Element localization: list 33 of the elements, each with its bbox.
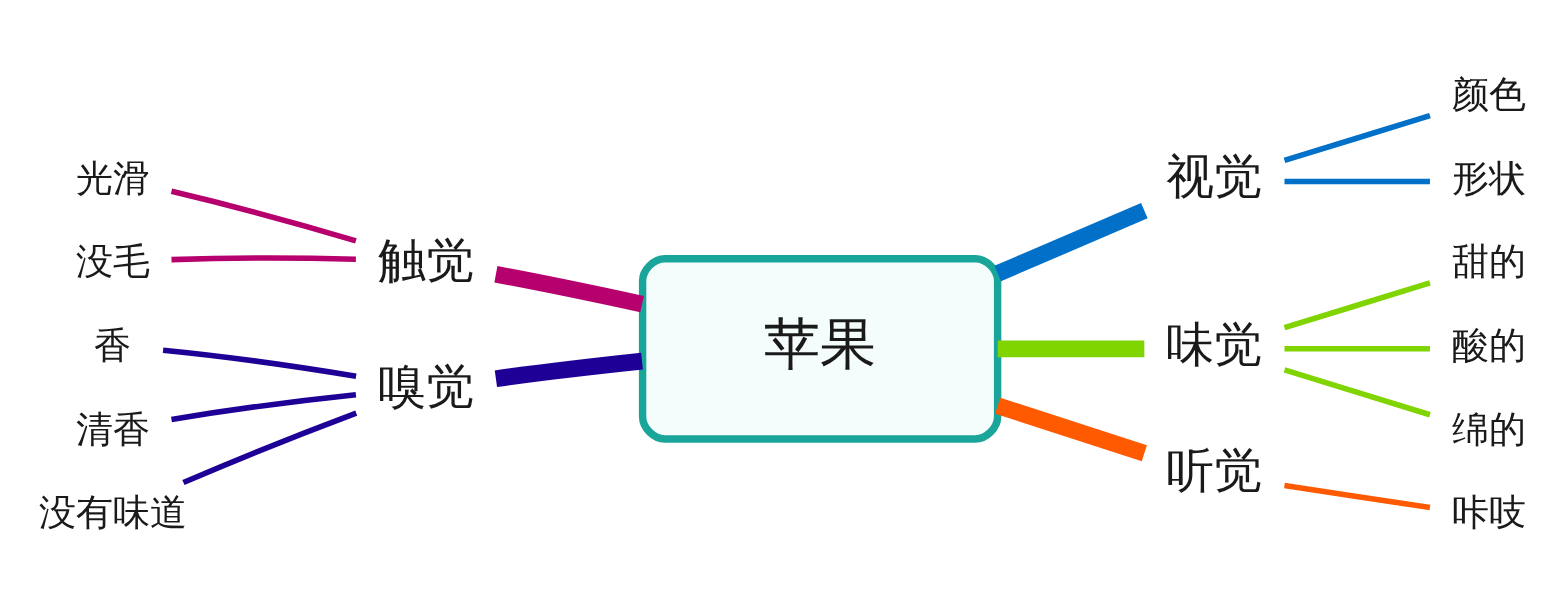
connector	[1284, 178, 1430, 185]
node-text: 颜色	[1452, 72, 1527, 117]
connector	[494, 352, 643, 387]
node-text: 光滑	[75, 155, 150, 200]
node-text: 清香	[75, 406, 150, 451]
connector	[1283, 280, 1431, 331]
connector	[171, 391, 357, 423]
node-text: 视觉	[1166, 148, 1263, 205]
connector	[1283, 112, 1431, 164]
connector	[997, 340, 1145, 358]
node-text: 酸的	[1452, 323, 1527, 368]
node-text: 味觉	[1166, 315, 1263, 372]
node-text: 没有味道	[38, 490, 187, 535]
node-text: 香	[94, 323, 132, 368]
node-text: 形状	[1452, 155, 1527, 200]
node-text: 甜的	[1452, 239, 1527, 284]
node-box: 苹果	[638, 254, 1002, 443]
connector	[995, 397, 1147, 462]
node-text: 嗅觉	[378, 358, 475, 415]
connector	[1284, 482, 1431, 511]
node-text: 绵的	[1452, 406, 1527, 451]
connector	[994, 203, 1148, 282]
node-text: 听觉	[1166, 441, 1263, 498]
connector	[170, 188, 357, 244]
connector	[1283, 367, 1431, 418]
node-text: 没毛	[75, 239, 150, 284]
node-text: 触觉	[378, 231, 475, 288]
connector	[171, 255, 356, 263]
connector	[162, 347, 357, 380]
connector	[494, 266, 644, 313]
connector	[182, 410, 358, 486]
connector	[1284, 346, 1430, 352]
node-text: 咔吱	[1452, 490, 1527, 535]
